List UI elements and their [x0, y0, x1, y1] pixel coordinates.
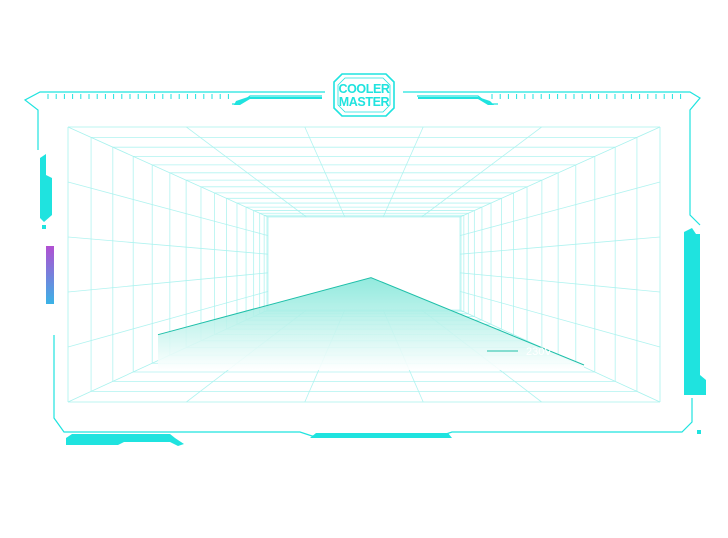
side-gradient-bar: [46, 246, 54, 304]
grid-ceiling-line: [304, 126, 346, 218]
grid-corner-tr: [459, 126, 661, 218]
grid-wall-left-line: [67, 181, 269, 236]
grid-wall-left-line: [67, 291, 269, 348]
logo-line-2: MASTER: [339, 95, 390, 109]
hud-frame: [23, 91, 701, 437]
grid-wall-right-line: [459, 236, 661, 255]
grid-ceiling-line: [186, 126, 307, 218]
logo-line-1: COOLER: [338, 82, 389, 96]
tick-ruler-left: [47, 94, 229, 99]
plot-area: [157, 277, 585, 370]
legend-label-230v: 230V: [526, 346, 552, 358]
accent-top-left: [234, 97, 322, 105]
series-area-230v: [158, 277, 584, 370]
grid-wall-right-line: [459, 272, 661, 293]
legend: 230V: [487, 346, 552, 358]
accent-left-upper: [40, 154, 52, 222]
accent-bottom-left: [66, 434, 184, 446]
grid-wall-left-line: [67, 236, 269, 255]
accent-left-dot: [42, 225, 46, 229]
grid-ceiling-line: [421, 126, 542, 218]
accent-top-right: [418, 97, 494, 105]
tick-ruler-right: [491, 94, 682, 99]
grid-ceiling-line: [382, 126, 424, 218]
grid-wall-left-line: [67, 272, 269, 293]
perspective-grid: [67, 126, 661, 403]
grid-corner-tl: [67, 126, 269, 218]
grid-wall-right-line: [459, 291, 661, 348]
grid-wall-right-line: [459, 181, 661, 236]
hud-accents: [40, 97, 706, 446]
accent-right-block: [684, 228, 706, 395]
accent-bottom-center: [310, 433, 452, 438]
series-line-230v: [157, 277, 585, 366]
cooler-master-logo: COOLER MASTER: [333, 73, 395, 117]
accent-right-dot: [697, 430, 701, 434]
